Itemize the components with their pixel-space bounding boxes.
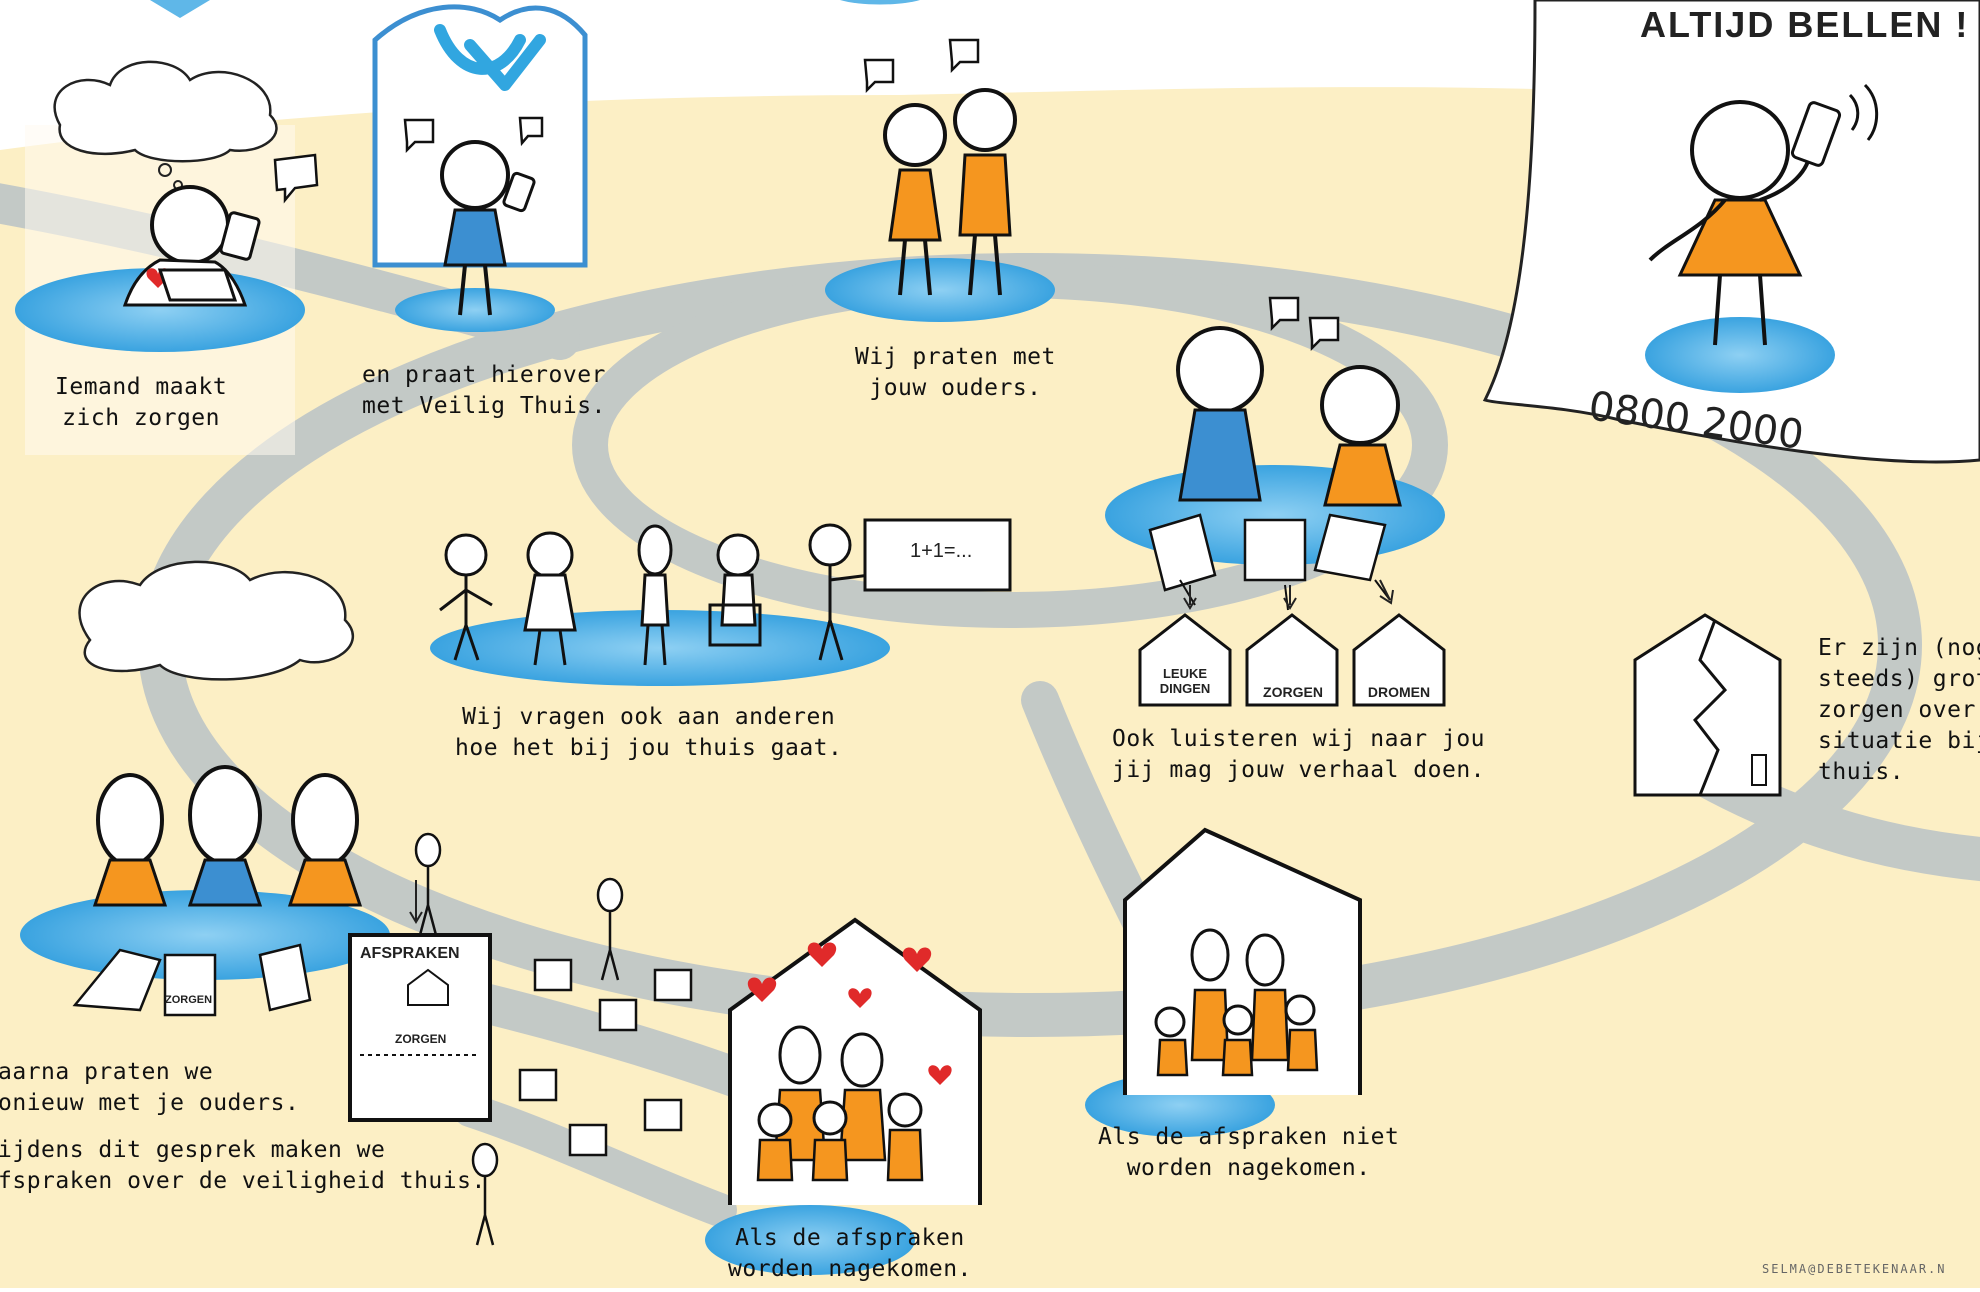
caption-afspraken-veiligheid: ijdens dit gesprek maken we fspraken ove… <box>0 1137 486 1194</box>
nurse-head <box>526 531 574 579</box>
house-label-zorgen: ZORGEN <box>1263 684 1323 700</box>
caption-iemand-maakt-zich-zorgen: Iemand maakt zich zorgen <box>55 374 228 431</box>
thought-cloud-icon <box>53 60 278 163</box>
veilig-thuis-building <box>372 4 588 268</box>
caption-afspraken-niet-nagekomen: Als de afspraken niet worden nagekomen. <box>1098 1124 1400 1181</box>
scene-iemand <box>15 60 319 455</box>
speech-bubble-icon <box>948 38 980 74</box>
house-dromen <box>1352 613 1446 707</box>
top-pool-fragment <box>840 0 920 5</box>
house-leuke-dingen <box>1138 613 1232 707</box>
speech-bubble-icon <box>403 118 435 154</box>
top-arrow-fragment <box>150 0 210 18</box>
speech-bubble-icon <box>1308 316 1340 352</box>
caption-luisteren-naar-jou: Ook luisteren wij naar jou jij mag jouw … <box>1112 726 1486 783</box>
parent-father <box>953 88 1017 296</box>
call-text: ALTIJD BELLEN ! <box>1640 4 1970 45</box>
afspraken-title: AFSPRAKEN <box>360 945 460 962</box>
caption-vragen-aan-anderen: Wij vragen ook aan anderen hoe het bij j… <box>455 704 843 761</box>
call-poster <box>1482 0 1980 464</box>
afspraken-zorgen: ZORGEN <box>395 1032 447 1046</box>
scene-grote-zorgen <box>1633 613 1782 797</box>
phone-icon <box>219 211 261 261</box>
poster-person-head <box>1690 100 1790 200</box>
blackboard-text: 1+1=... <box>910 540 973 562</box>
poster-pool <box>1645 317 1835 393</box>
heart-icon <box>747 977 777 1002</box>
laptop-icon <box>157 268 238 302</box>
scene-niet-nagekomen <box>1085 827 1362 1137</box>
worker-head <box>1176 326 1264 414</box>
phone-icon <box>1790 101 1842 167</box>
heart-icon <box>902 947 932 972</box>
caption-praten-met-ouders: Wij praten met jouw ouders. <box>855 344 1056 401</box>
ringing-icon <box>1848 83 1879 141</box>
caption-veilig-thuis: en praat hierover met Veilig Thuis. <box>362 362 606 419</box>
arrows <box>409 579 1394 924</box>
heart-icon <box>848 988 872 1008</box>
heart-icon <box>807 942 837 967</box>
speech-bubble-icon <box>273 153 319 204</box>
teacher-head <box>444 533 488 577</box>
child-head <box>1320 365 1400 445</box>
scene-anderen <box>430 518 1012 686</box>
scene-opnieuw <box>20 560 390 1017</box>
scene-nagekomen <box>705 917 982 1275</box>
crack-icon <box>1693 619 1728 796</box>
blackboard <box>863 518 1012 592</box>
road-lower <box>453 1093 737 1227</box>
house-label-leuke-dingen: LEUKE DINGEN <box>1159 666 1211 696</box>
heart-icon <box>928 1065 952 1085</box>
poster-person-dress <box>1677 198 1803 277</box>
scene-luisteren <box>1105 296 1445 611</box>
poster-person-legs <box>1713 274 1767 346</box>
phone-icon <box>502 171 536 213</box>
caption-grote-zorgen: Er zijn (nog steeds) grot zorgen over si… <box>1818 635 1980 785</box>
speech-bubble-icon <box>518 116 544 147</box>
scene-veilig-thuis <box>372 4 588 332</box>
veilig-thuis-logo-icon <box>434 24 546 91</box>
speech-bubble-icon <box>1268 296 1300 332</box>
scene-ouders <box>825 38 1055 322</box>
caption-afspraken-nagekomen: Als de afspraken worden nagekomen. <box>728 1225 972 1282</box>
house-zorgen <box>1245 613 1339 707</box>
sheet-label-zorgen: ZORGEN <box>165 994 213 1006</box>
thought-cloud-icon <box>78 560 354 681</box>
three-houses <box>1138 613 1446 707</box>
speech-bubble-icon <box>863 58 895 94</box>
caption-opnieuw-met-ouders: aarna praten we onieuw met je ouders. <box>0 1059 300 1116</box>
signature: SELMA@DEBETEKENAAR.N <box>1762 1262 1947 1276</box>
parent-mother <box>883 103 947 296</box>
road-figures <box>414 832 693 1246</box>
house-label-dromen: DROMEN <box>1367 684 1431 700</box>
